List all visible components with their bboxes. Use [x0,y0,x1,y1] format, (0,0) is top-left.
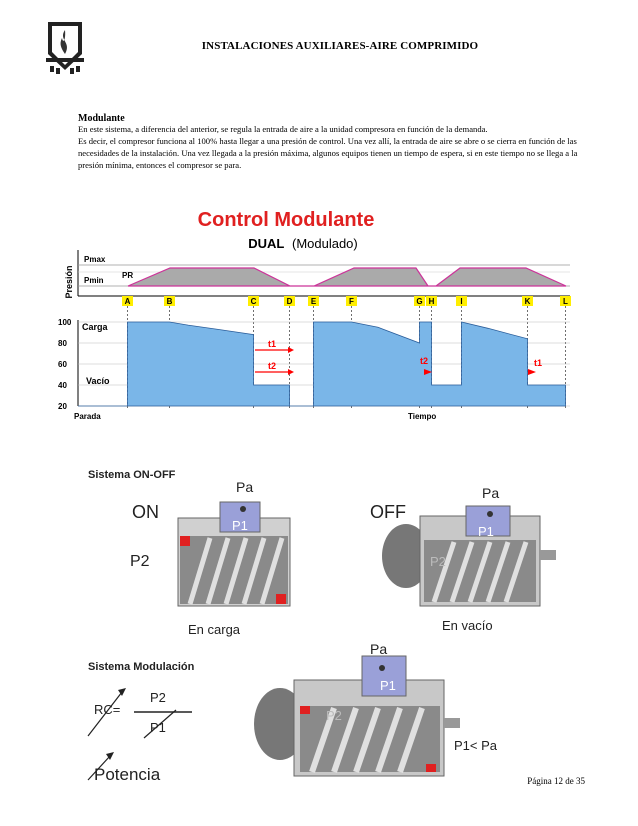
chart-subtitle: DUAL (Modulado) [248,236,358,251]
y-tick-label: 60 [58,360,67,369]
power-label: Potencia [94,765,161,784]
svg-text:F: F [349,297,354,306]
on-caption: En carga [188,622,241,637]
on-pa-label: Pa [236,479,253,495]
document-header-title: INSTALACIONES AUXILIARES-AIRE COMPRIMIDO [201,40,479,52]
p2-label: P2 [130,553,150,570]
marker-e: E [308,296,319,306]
pressure-area [127,267,567,287]
chart-title: Control Modulante [198,209,375,231]
svg-text:E: E [311,297,317,306]
marker-f: F [346,296,357,306]
pr-label: PR [122,271,133,280]
svg-text:L: L [563,297,568,306]
y-axis-label: Presión [64,265,74,298]
load-area [78,321,566,407]
pmin-label: Pmin [84,276,104,285]
pmax-label: Pmax [84,255,106,264]
svg-text:G: G [416,297,422,306]
svg-text:D: D [287,297,293,306]
y-tick-label: 20 [58,402,67,411]
off-label: OFF [370,502,406,522]
rc-label: RC= [94,702,120,717]
t2-label: t2 [268,361,276,371]
off-pa-label: Pa [482,485,499,501]
y-tick-label: 100 [58,318,72,327]
y-ticks: 100 80 60 40 20 [58,318,72,411]
mod-pa-label: Pa [370,641,387,657]
chart-subtitle-rest: (Modulado) [292,236,358,251]
load-label: Carga [82,322,109,332]
marker-i: I [456,296,467,306]
marker-c: C [248,296,259,306]
off-compressor: Pa P1 P2 [382,485,556,607]
rc-p1-label: P1 [150,720,166,735]
section-body: En este sistema, a diferencia del anteri… [78,124,590,172]
time-markers: A B C D E F G H I K L [122,296,571,306]
unload-label: Vacío [86,376,110,386]
marker-a: A [122,296,133,306]
paragraph: En este sistema, a diferencia del anteri… [78,124,488,134]
stop-label: Parada [74,412,101,421]
time-axis-label: Tiempo [408,412,436,421]
section-heading: Modulante [78,113,125,124]
svg-text:B: B [167,297,173,306]
marker-g: G [414,296,425,306]
rc-p2-label: P2 [150,690,166,705]
marker-l: L [560,296,571,306]
svg-text:K: K [525,297,531,306]
marker-h: H [426,296,437,306]
chart-subtitle-bold: DUAL [248,236,284,251]
mod-p1-label: P1 [380,678,396,693]
modulation-compressor: Pa P1 P2 [254,641,460,777]
load-panel: 100 80 60 40 20 Carga Vacío Parada Tiempo [58,318,570,421]
on-label: ON [132,502,159,522]
control-modulante-chart: Control Modulante DUAL (Modulado) Presió… [58,209,571,421]
y-tick-label: 40 [58,381,67,390]
university-logo [46,22,84,74]
off-p1-label: P1 [478,524,494,539]
off-caption: En vacío [442,618,493,633]
modulation-system-diagram: Sistema Modulación RC= P2 P1 Potencia Pa… [87,641,498,784]
mod-p2-label: P2 [326,708,342,723]
svg-text:H: H [429,297,435,306]
off-p2-label: P2 [430,554,446,569]
svg-text:C: C [251,297,257,306]
on-compressor: Pa P1 [177,479,291,607]
y-tick-label: 80 [58,339,67,348]
t1-label-second: t1 [534,358,542,368]
marker-k: K [522,296,533,306]
onoff-title: Sistema ON-OFF [88,469,176,481]
page-number: Página 12 de 35 [527,776,585,786]
marker-d: D [284,296,295,306]
paragraph: Es decir, el compresor funciona al 100% … [78,135,578,170]
t-annotations: t1 t2 t2 t1 [255,339,542,375]
svg-text:I: I [460,297,462,306]
marker-b: B [164,296,175,306]
t2-label-second: t2 [420,356,428,366]
onoff-system-diagram: Sistema ON-OFF ON OFF P2 Pa P1 En carga … [88,469,556,637]
svg-text:A: A [125,297,131,306]
modulation-title: Sistema Modulación [88,661,195,673]
on-p1-label: P1 [232,518,248,533]
t1-label: t1 [268,339,276,349]
pressure-condition-label: P1< Pa [454,738,498,753]
